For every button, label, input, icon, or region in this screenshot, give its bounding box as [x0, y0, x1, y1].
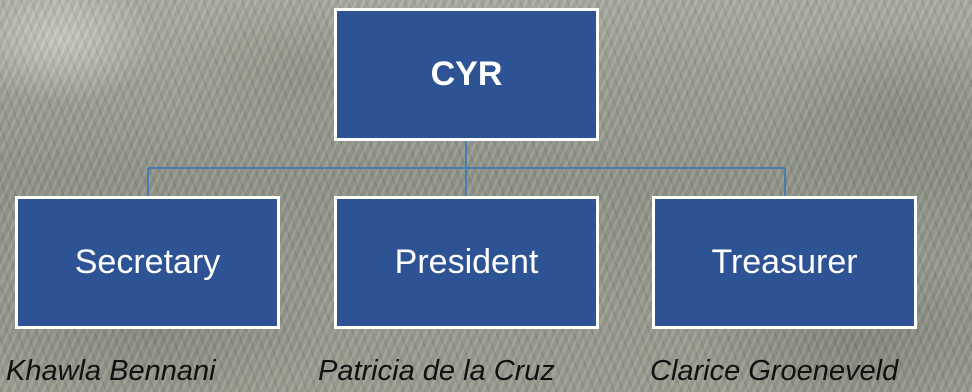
org-node-president-label: President: [394, 243, 539, 281]
org-node-treasurer-label: Treasurer: [711, 243, 858, 281]
org-node-secretary: Secretary: [15, 196, 280, 329]
org-node-president: President: [334, 196, 599, 329]
org-node-root-label: CYR: [430, 55, 503, 93]
treasurer-name: Clarice Groeneveld: [650, 355, 899, 387]
org-node-secretary-label: Secretary: [74, 243, 221, 281]
org-node-treasurer: Treasurer: [652, 196, 917, 329]
president-name: Patricia de la Cruz: [318, 355, 555, 387]
secretary-name: Khawla Bennani: [6, 355, 216, 387]
org-node-root: CYR: [334, 8, 599, 141]
